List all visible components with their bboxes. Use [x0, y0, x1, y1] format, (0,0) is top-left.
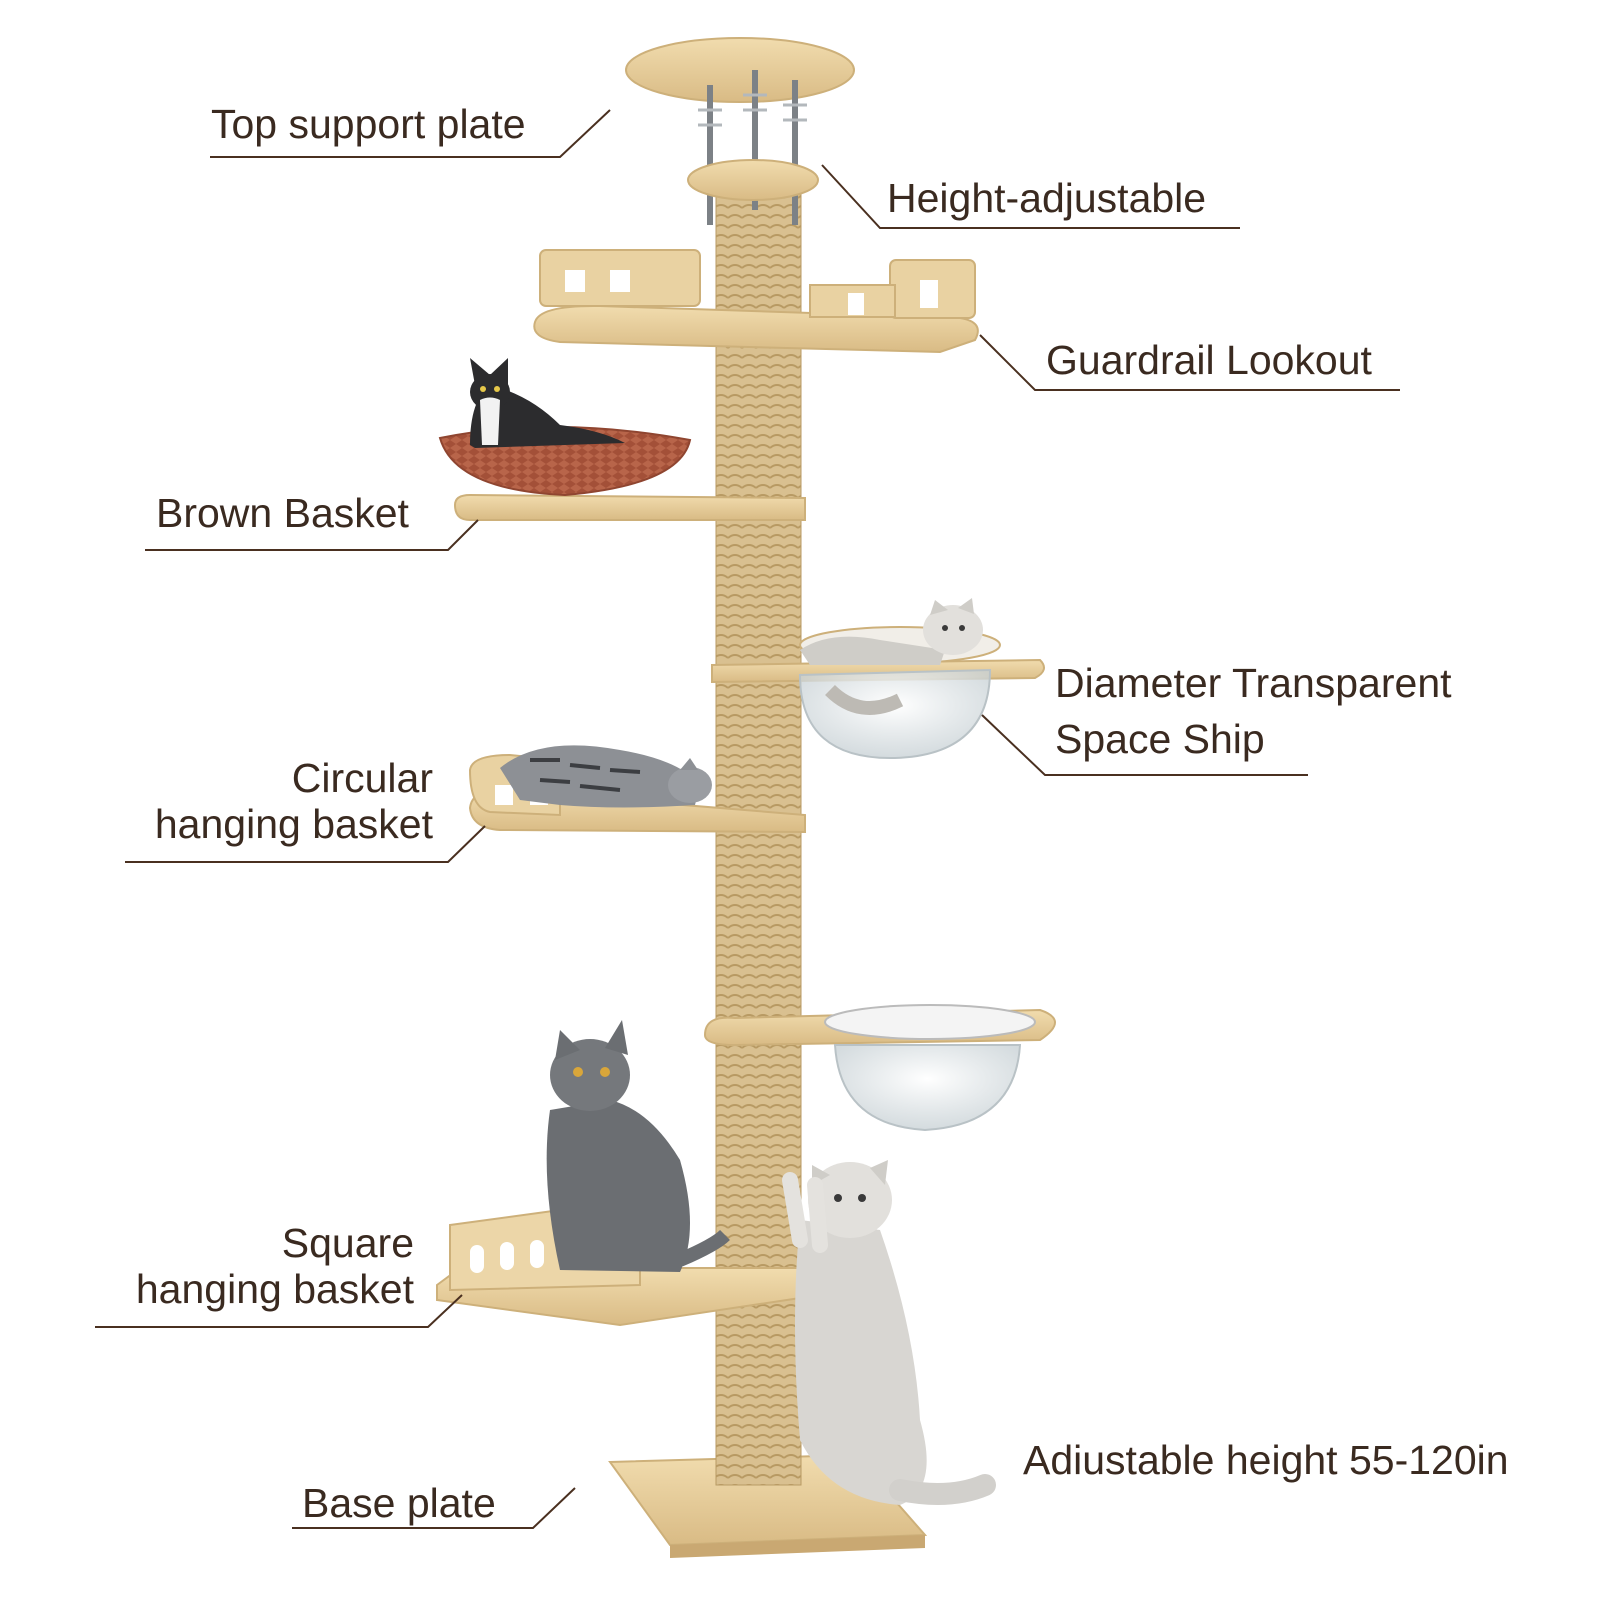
top-support-plate [625, 37, 855, 225]
label-circular-basket: Circular hanging basket [155, 755, 433, 847]
label-square-basket-line2: hanging basket [135, 1266, 414, 1312]
label-square-basket: Square hanging basket [136, 1220, 414, 1312]
label-guardrail-lookout: Guardrail Lookout [1046, 337, 1372, 383]
label-height-adjustable: Height-adjustable [887, 175, 1207, 221]
label-space-ship: Diameter Transparent Space Ship [1055, 660, 1452, 762]
scratching-cat [782, 1160, 996, 1505]
transparent-space-ship-lower [703, 1004, 1056, 1132]
square-hanging-basket [436, 1020, 801, 1327]
label-brown-basket: Brown Basket [156, 490, 409, 536]
label-space-ship-line2: Space Ship [1055, 716, 1265, 762]
tabby-cat [500, 745, 712, 808]
leader-lines [95, 109, 1400, 1529]
label-top-support-plate: Top support plate [211, 101, 526, 147]
label-space-ship-line1: Diameter Transparent [1055, 660, 1452, 706]
transparent-space-ship [711, 598, 1045, 760]
black-white-cat [470, 358, 625, 448]
gray-sitting-cat [546, 1020, 730, 1272]
label-circular-basket-line1: Circular [291, 755, 433, 801]
label-square-basket-line1: Square [281, 1220, 414, 1266]
circular-hanging-basket [468, 745, 806, 834]
label-adjustable-height: Adiustable height 55-120in [1023, 1437, 1509, 1483]
guardrail-lookout [533, 249, 979, 354]
gray-white-cat [800, 598, 983, 715]
label-circular-basket-line2: hanging basket [154, 801, 433, 847]
brown-basket-shelf [438, 358, 806, 521]
height-adjust-collar [687, 159, 819, 201]
label-base-plate: Base plate [302, 1480, 496, 1526]
